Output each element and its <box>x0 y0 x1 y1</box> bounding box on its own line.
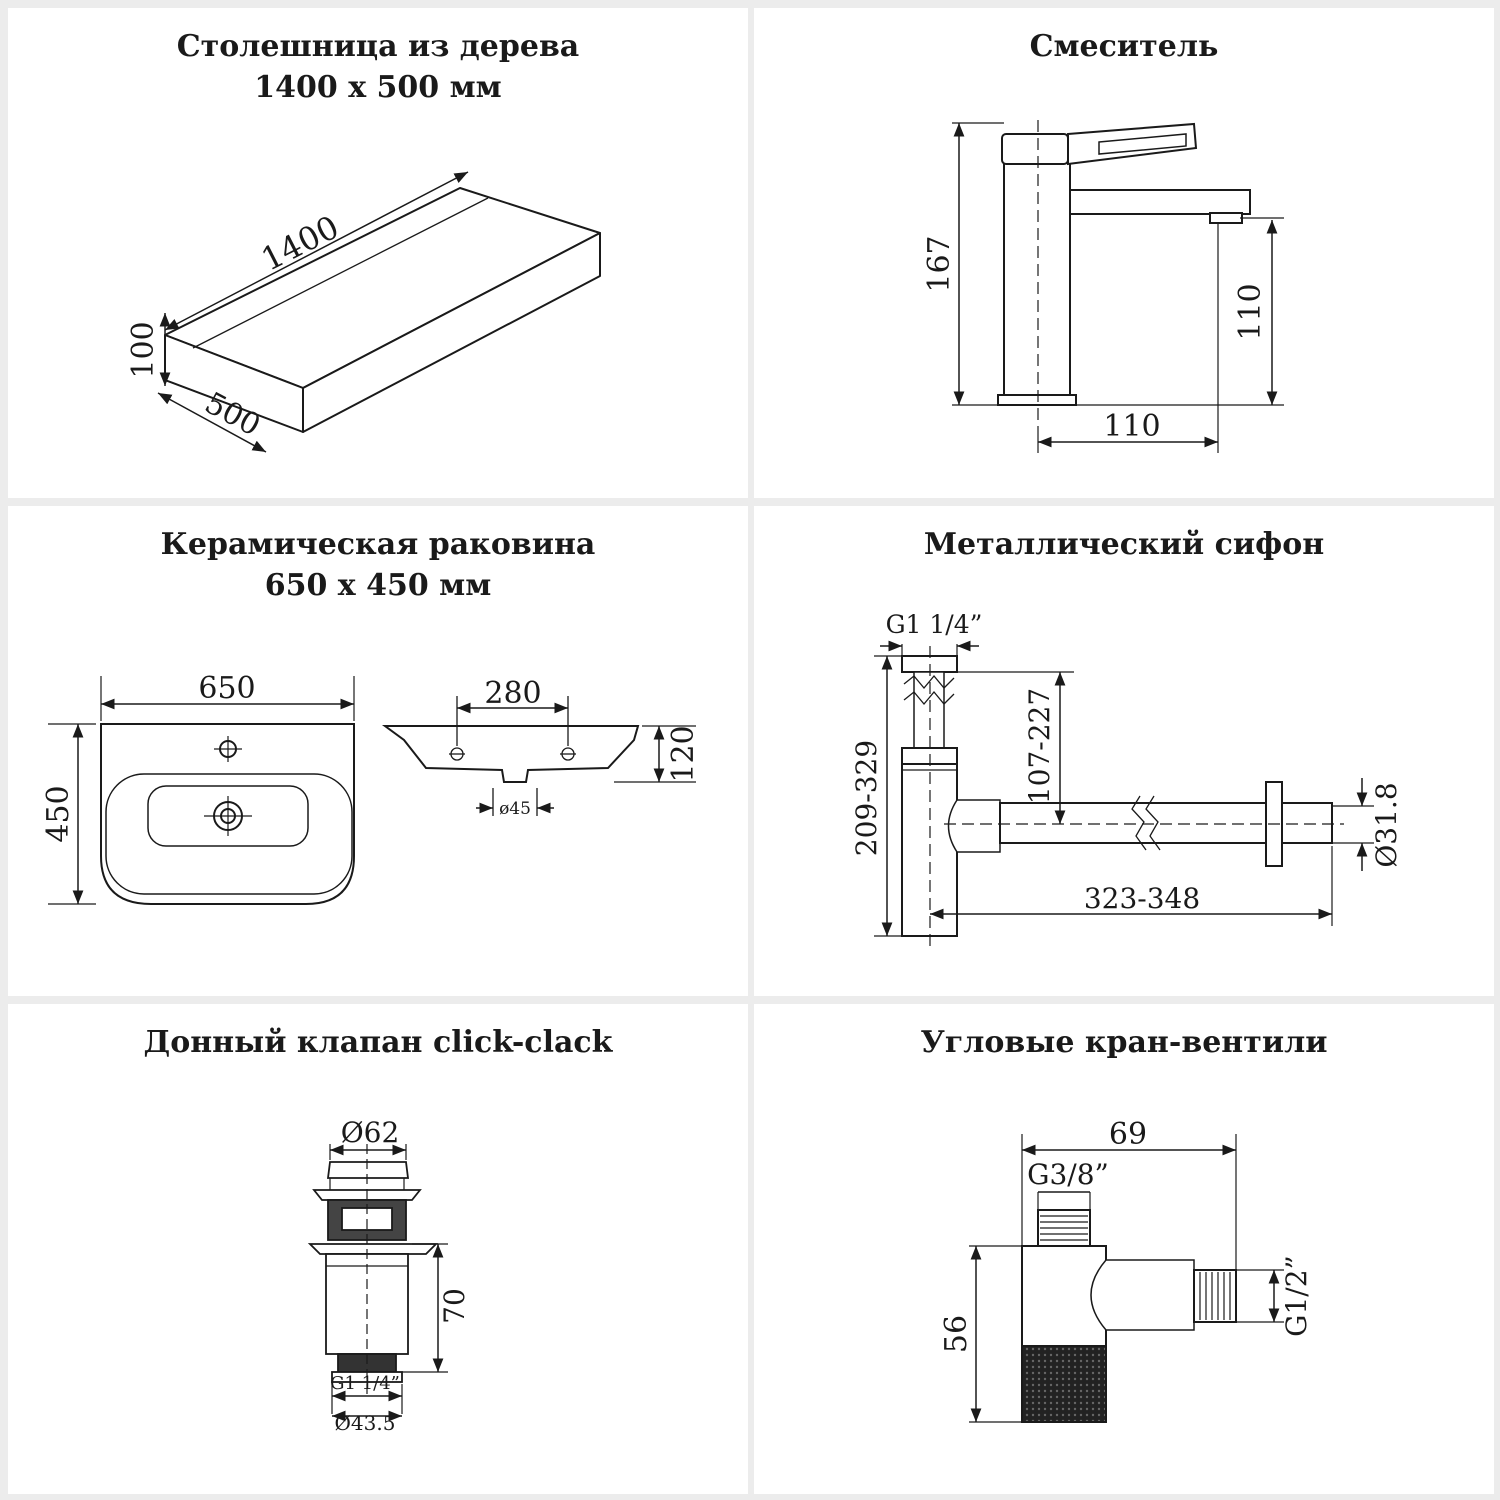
panel-countertop: Столешница из дерева 1400 х 500 мм 1400 … <box>8 8 748 498</box>
siphon-title: Металлический сифон <box>923 527 1325 562</box>
spout-reach-label: 110 <box>1103 409 1160 444</box>
siphon-drawing: G1 1/4” 209-329 107-227 323-348 Ø31.8 <box>850 610 1403 946</box>
height-label: 70 <box>438 1288 471 1324</box>
countertop-subtitle: 1400 х 500 мм <box>254 70 502 105</box>
sink-title: Керамическая раковина <box>160 527 596 562</box>
inlet-thread-label: G3/8” <box>1027 1158 1109 1191</box>
drain-valve-body <box>307 1161 439 1383</box>
diameter-label: Ø31.8 <box>1370 782 1403 867</box>
faucet-body <box>997 122 1251 406</box>
sink-side-view <box>381 725 640 783</box>
length-label: 323-348 <box>1084 882 1200 915</box>
angle-valves-drawing: 69 G3/8” 56 G1/2” <box>939 1117 1313 1423</box>
adjust-height-label: 107-227 <box>1023 688 1056 804</box>
faucet-drawing: 167 110 110 <box>922 120 1284 453</box>
panel-title: Металлический сифон <box>754 524 1494 565</box>
height-label: 167 <box>922 235 957 292</box>
panel-drain-valve: Донный клапан click-clack <box>8 1004 748 1494</box>
height-label: 100 <box>126 321 161 378</box>
panel-siphon: Металлический сифон <box>754 506 1494 996</box>
width-label: 650 <box>198 671 255 706</box>
drain-label: ø45 <box>499 799 531 819</box>
total-height-label: 209-329 <box>850 740 883 856</box>
angle-valve-body <box>1021 1209 1237 1423</box>
drain-valve-title: Донный клапан click-clack <box>143 1025 613 1060</box>
bottom-diameter-label: Ø43.5 <box>335 1411 396 1435</box>
inner-width-label: 280 <box>484 676 541 711</box>
length-dimension-line <box>164 171 469 331</box>
sink-subtitle: 650 х 450 мм <box>264 568 492 603</box>
depth-label: 450 <box>41 785 76 842</box>
sink-drawing: 650 450 280 120 ø45 <box>41 671 701 905</box>
outlet-thread-label: G1/2” <box>1280 1255 1313 1337</box>
width-dimension-line <box>157 392 267 453</box>
width-label: 69 <box>1109 1117 1147 1152</box>
drain-valve-drawing: Ø62 70 G1 1/4” Ø43.5 <box>307 1116 471 1435</box>
spout-height-label: 110 <box>1233 283 1268 340</box>
panel-sink: Керамическая раковина 650 х 450 мм <box>8 506 748 996</box>
panel-title: Столешница из дерева 1400 х 500 мм <box>8 26 748 108</box>
height-label: 56 <box>939 1315 974 1353</box>
panel-title: Керамическая раковина 650 х 450 мм <box>8 524 748 606</box>
panel-faucet: Смеситель <box>754 8 1494 498</box>
thread-label: G1 1/4” <box>886 610 983 639</box>
top-diameter-label: Ø62 <box>341 1116 400 1149</box>
angle-valves-title: Угловые кран-вентили <box>920 1025 1328 1060</box>
faucet-title: Смеситель <box>1029 29 1219 64</box>
panel-angle-valves: Угловые кран-вентили <box>754 1004 1494 1494</box>
countertop-drawing: 1400 100 500 <box>126 171 601 453</box>
panel-title: Донный клапан click-clack <box>8 1022 748 1063</box>
countertop-title: Столешница из дерева <box>176 29 580 64</box>
thread-label: G1 1/4” <box>330 1373 400 1394</box>
panel-title: Смеситель <box>754 26 1494 67</box>
panel-title: Угловые кран-вентили <box>754 1022 1494 1063</box>
sink-height-label: 120 <box>666 725 701 782</box>
countertop-side-face <box>302 232 601 433</box>
